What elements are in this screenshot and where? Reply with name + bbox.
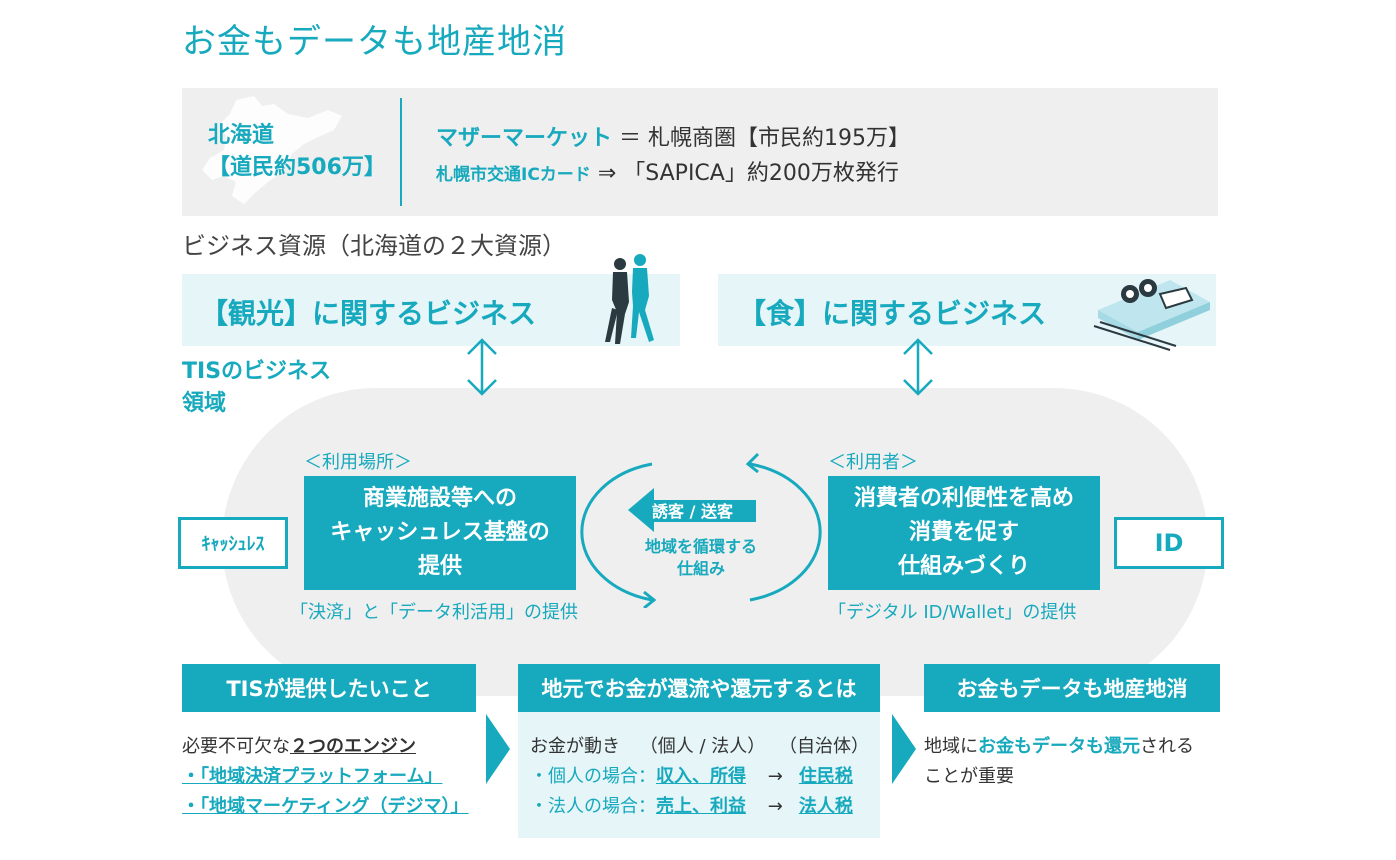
card-key: 札幌市交通ICカード: [436, 165, 591, 185]
payment-platform-link[interactable]: ・「地域決済プラットフォーム」: [182, 766, 443, 787]
region-name: 北海道: [208, 123, 275, 148]
cycle-line1: 地域を循環する: [644, 537, 757, 556]
arrow-right-icon: [486, 714, 510, 784]
tis-offer-heading-text: TISが提供したいこと: [226, 677, 432, 701]
tis-domain-line1: TISのビジネス: [182, 359, 332, 384]
engine-intro-prefix: 必要不可欠な: [182, 736, 290, 757]
money-flow-line3: ・法人の場合：売上、利益 → 法人税: [530, 792, 876, 822]
cycle-arrow-label: 誘客 / 送客: [652, 502, 733, 521]
left-caption: 「決済」と「データ利活用」の提供: [290, 602, 578, 623]
money-moves: お金が動き: [530, 736, 620, 757]
cashless-platform-box: 商業施設等への キャッシュレス基盤の 提供: [304, 476, 576, 590]
local-consumption-prefix: 地域に: [924, 736, 978, 757]
right-box-line1: 消費者の利便性を高め: [853, 486, 1074, 511]
corporate-arrow: →: [767, 796, 783, 817]
cycle-line2: 仕組み: [676, 559, 725, 578]
individual-corporate: （個人 / 法人）: [639, 736, 766, 757]
corporate-case-label: ・法人の場合：: [530, 796, 656, 817]
cycle-text: 地域を循環する 仕組み: [626, 536, 776, 580]
regional-marketing-link[interactable]: ・「地域マーケティング（デジマ）」: [182, 796, 469, 817]
tis-offer-heading: TISが提供したいこと: [182, 664, 476, 712]
money-flow-line1: お金が動き （個人 / 法人） （自治体）: [530, 732, 876, 762]
usage-place-label: ＜利用場所＞: [304, 452, 412, 473]
tis-offer-body: 必要不可欠な２つのエンジン ・「地域決済プラットフォーム」 ・「地域マーケティン…: [182, 732, 469, 822]
info-panel: [182, 88, 1218, 216]
cycle-arrow-icon: [580, 452, 822, 608]
id-tag: ID: [1114, 517, 1224, 569]
individual-arrow: →: [767, 766, 783, 787]
resident-tax-text: 住民税: [798, 766, 853, 787]
local-consumption-body: 地域にお金もデータも還元される ことが重要: [924, 732, 1224, 792]
local-consumption-line2: ことが重要: [924, 766, 1014, 787]
arrow-right-icon: [892, 714, 916, 784]
engine-intro: 必要不可欠な２つのエンジン: [182, 732, 469, 762]
info-row-market: マザーマーケット ＝ 札幌商圏【市民約195万】: [436, 120, 910, 152]
cashless-tag: ｷｬｯｼｭﾚｽ: [178, 517, 288, 569]
municipality: （自治体）: [778, 736, 869, 757]
market-sep: ＝: [619, 126, 642, 151]
tourism-banner-text: 【観光】に関するビジネス: [200, 297, 537, 330]
section-heading: ビジネス資源（北海道の２大資源）: [182, 232, 566, 260]
money-flow-line2: ・個人の場合：収入、所得 → 住民税: [530, 762, 876, 792]
hokkaido-map-icon: [202, 96, 342, 204]
sales-text: 売上、利益: [656, 796, 746, 817]
market-value: 札幌商圏【市民約195万】: [648, 126, 911, 151]
sushi-tray-icon: [1093, 279, 1210, 351]
id-tag-text: ID: [1154, 529, 1184, 557]
walking-people-icon: [605, 254, 654, 344]
left-box-line1: 商業施設等への: [362, 486, 517, 511]
right-caption: 「デジタル ID/Wallet」の提供: [828, 602, 1077, 623]
individual-case-label: ・個人の場合：: [530, 766, 656, 787]
region-block: 北海道 【道民約506万】: [208, 120, 386, 184]
card-value: 「SAPICA」約200万枚発行: [623, 161, 899, 186]
right-box-line2: 消費を促す: [908, 520, 1019, 545]
double-arrow-icon: [903, 338, 933, 396]
local-consumption-line1: 地域にお金もデータも還元される: [924, 732, 1224, 762]
user-label: ＜利用者＞: [828, 452, 918, 473]
info-divider: [400, 98, 402, 206]
food-banner-text: 【食】に関するビジネス: [738, 297, 1047, 330]
corporate-tax-text: 法人税: [798, 796, 853, 817]
money-flow-heading-text: 地元でお金が還流や還元するとは: [541, 677, 857, 701]
info-row-card: 札幌市交通ICカード ⇒ 「SAPICA」約200万枚発行: [436, 155, 899, 187]
money-flow-heading: 地元でお金が還流や還元するとは: [518, 664, 880, 712]
right-box-line3: 仕組みづくり: [897, 554, 1030, 579]
income-text: 収入、所得: [656, 766, 746, 787]
money-flow-body: お金が動き （個人 / 法人） （自治体） ・個人の場合：収入、所得 →住民税 …: [530, 732, 876, 822]
tourism-banner: [182, 274, 680, 346]
money-flow-panel: [518, 712, 880, 838]
page-title: お金もデータも地産地消: [182, 22, 567, 62]
region-population: 【道民約506万】: [208, 155, 386, 180]
local-consumption-suffix: される: [1140, 736, 1194, 757]
left-box-line2: キャッシュレス基盤の: [330, 520, 550, 545]
market-key: マザーマーケット: [436, 126, 613, 151]
tis-domain-label: TISのビジネス 領域: [182, 356, 331, 420]
local-consumption-emph: お金もデータも還元: [978, 736, 1140, 757]
double-arrow-icon: [467, 338, 497, 396]
card-sep: ⇒: [597, 161, 617, 186]
consumer-convenience-box: 消費者の利便性を高め 消費を促す 仕組みづくり: [828, 476, 1100, 590]
cashless-tag-text: ｷｬｯｼｭﾚｽ: [201, 534, 265, 555]
local-consumption-heading-text: お金もデータも地産地消: [956, 677, 1188, 701]
left-box-line3: 提供: [417, 554, 462, 579]
tis-domain-line2: 領域: [182, 391, 227, 416]
local-consumption-heading: お金もデータも地産地消: [924, 664, 1220, 712]
engine-intro-emph: ２つのエンジン: [290, 736, 416, 757]
